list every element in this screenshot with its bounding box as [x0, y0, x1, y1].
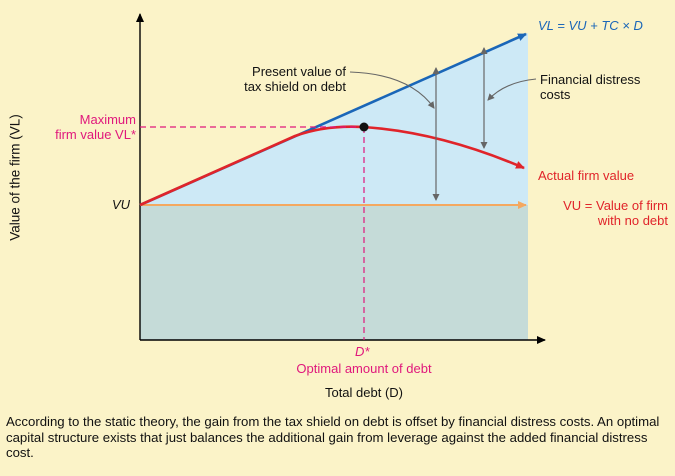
tax-shield-label: Present value of tax shield on debt [244, 64, 346, 94]
vu-tick-label: VU [112, 197, 131, 212]
vl-equation-label: VL = VU + TC × D [538, 18, 643, 33]
y-axis-label: Value of the firm (VL) [7, 114, 23, 241]
optimal-debt-label: Optimal amount of debt [296, 361, 432, 376]
distress-leader [487, 78, 537, 101]
optimum-point [359, 122, 369, 132]
max-firm-value-label: Maximum firm value VL* [55, 112, 136, 142]
unlevered-value-region [140, 205, 528, 340]
tax-shield-leader [349, 71, 435, 109]
financial-distress-label: Financial distress costs [540, 72, 641, 102]
vu-line-label: VU = Value of firm with no debt [563, 198, 668, 228]
figure-caption: According to the static theory, the gain… [6, 414, 660, 460]
d-star-label: D* [355, 344, 370, 359]
x-axis-label: Total debt (D) [324, 385, 404, 400]
actual-firm-value-label: Actual firm value [538, 168, 635, 183]
actual-firm-value-curve [139, 125, 525, 207]
